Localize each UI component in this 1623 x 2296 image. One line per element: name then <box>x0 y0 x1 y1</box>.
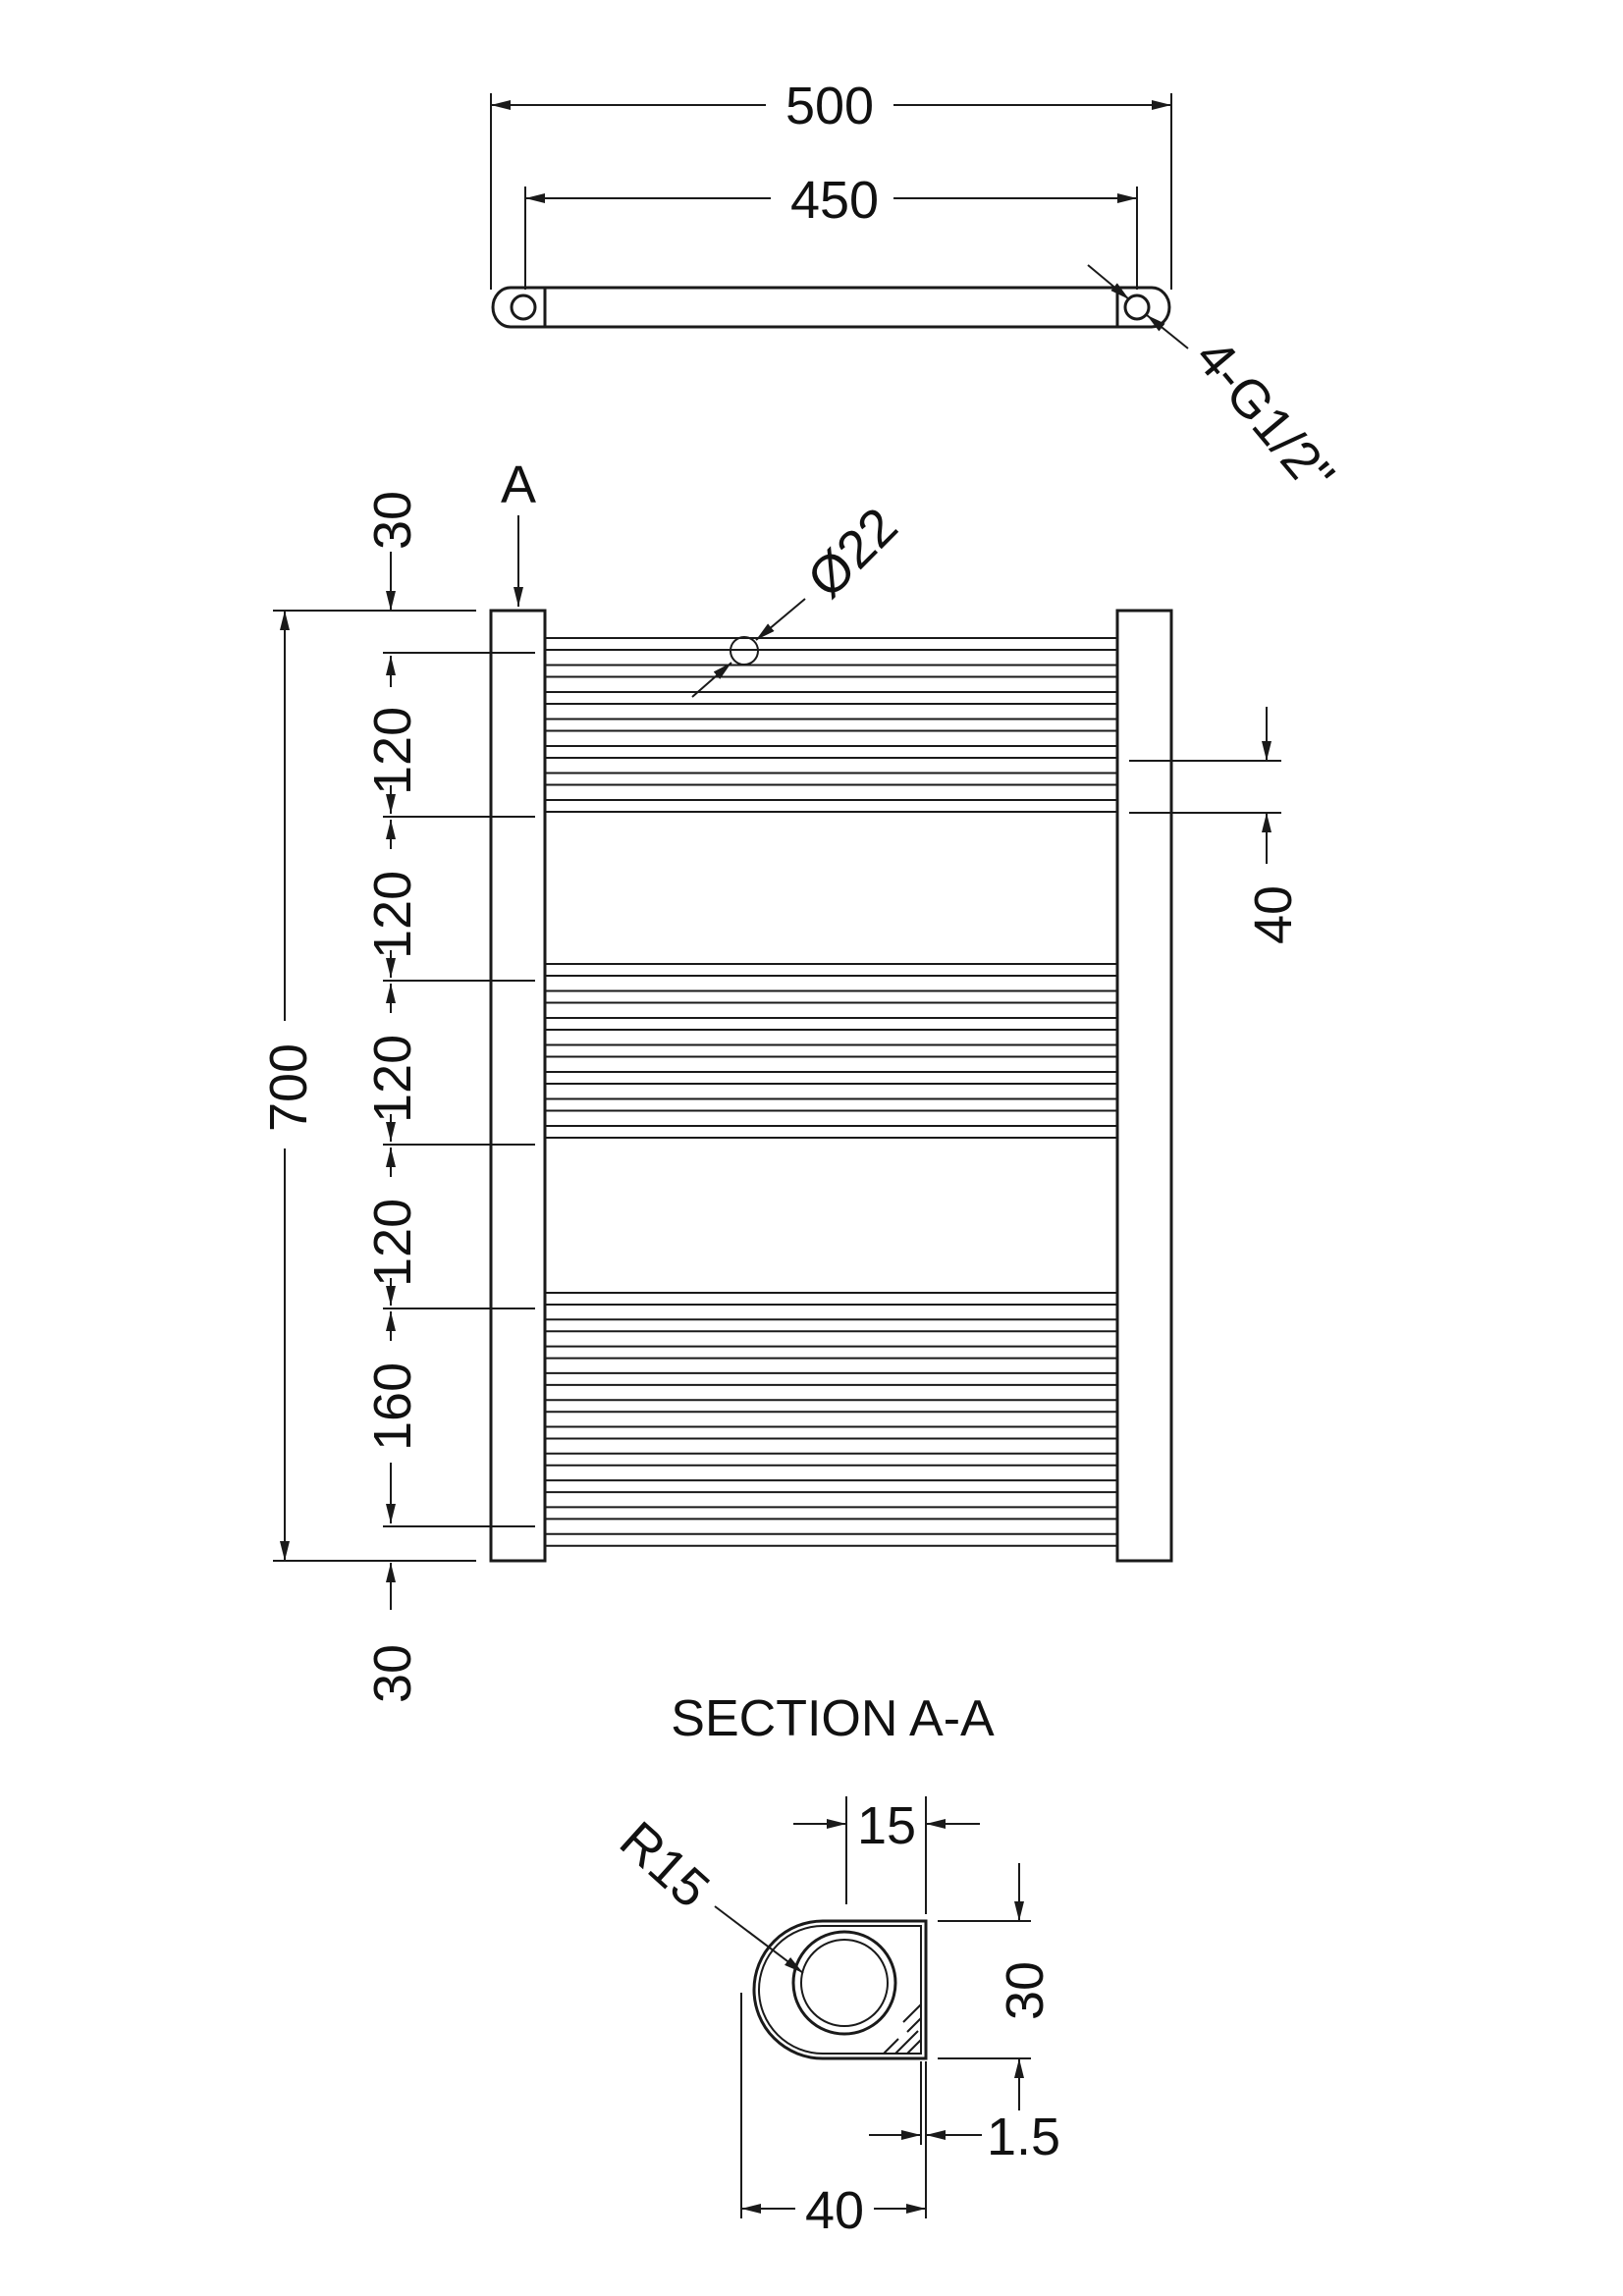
section-marker: A <box>501 455 536 607</box>
spacing-label-5: 160 <box>363 1362 422 1451</box>
rail-offset-label: 40 <box>1244 885 1303 944</box>
bottom-gap-dimension: 30 <box>363 1563 422 1703</box>
centres-width-dimension: 450 <box>525 171 1137 230</box>
top-gap-label: 30 <box>363 491 422 550</box>
overall-height-dimension: 700 <box>259 610 476 1562</box>
section-title: SECTION A-A <box>671 1690 995 1747</box>
spacing-chain: 120 120 120 120 160 <box>363 656 422 1523</box>
section-inner-label: 15 <box>857 1796 916 1855</box>
front-view: A Ø22 40 700 <box>259 455 1303 1703</box>
top-view: 500 450 4-G1/2" <box>490 77 1345 505</box>
right-upright <box>1115 609 1173 1563</box>
section-width-label: 40 <box>805 2181 864 2240</box>
left-upright <box>489 609 547 1563</box>
section-view: SECTION A-A 15 R <box>609 1690 1060 2240</box>
overall-width-dimension: 500 <box>491 77 1171 135</box>
bottom-gap-label: 30 <box>363 1644 422 1703</box>
section-wall-label: 1.5 <box>987 2108 1060 2166</box>
section-height-dimension: 30 <box>938 1863 1055 2110</box>
section-radius-label: R15 <box>609 1810 721 1919</box>
wall-hatch <box>883 2003 922 2055</box>
rail-offset-dimension: 40 <box>1129 707 1303 944</box>
overall-height-label: 700 <box>259 1043 318 1132</box>
centres-width-label: 450 <box>790 171 879 230</box>
tube-diameter-callout: Ø22 <box>691 497 909 698</box>
inlet-left-icon <box>510 294 537 321</box>
section-height-label: 30 <box>996 1961 1055 2020</box>
overall-width-label: 500 <box>785 77 874 135</box>
section-width-dimension: 40 <box>740 1993 927 2240</box>
tube-diameter-label: Ø22 <box>796 497 909 610</box>
rail-top-outline <box>491 286 1171 329</box>
inlet-right-icon <box>1123 294 1151 321</box>
section-wall-dimension: 1.5 <box>869 2061 1060 2166</box>
section-profile <box>752 1919 928 2060</box>
connection-label: 4-G1/2" <box>1184 328 1345 505</box>
spacing-label-3: 120 <box>363 1035 422 1123</box>
spacing-label-1: 120 <box>363 707 422 795</box>
top-gap-dimension: 30 <box>363 491 422 611</box>
spacing-label-2: 120 <box>363 871 422 959</box>
spacing-label-4: 120 <box>363 1199 422 1287</box>
section-marker-label: A <box>501 455 536 514</box>
section-inner-dimension: 15 <box>793 1796 980 1914</box>
tube-bore-icon <box>791 1930 897 2036</box>
tube-section-icon <box>730 636 759 666</box>
tube-set <box>545 637 1117 1547</box>
